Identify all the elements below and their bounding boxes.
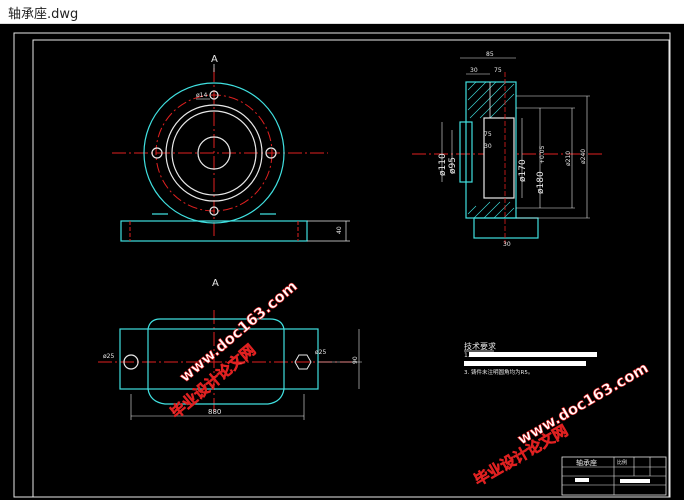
dim-plan-length: 880 bbox=[208, 408, 221, 416]
front-view: 40 A ø14 bbox=[112, 54, 350, 242]
dim-85: 85 bbox=[486, 51, 494, 58]
side-section-view: 85 30 75 75 30 ø110 ø95 ø170 ø180 +0.05 … bbox=[412, 51, 605, 248]
dim-right-a: ø210 bbox=[565, 151, 572, 166]
window-title: 轴承座.dwg bbox=[8, 7, 79, 22]
dim-75-top: 75 bbox=[494, 67, 502, 74]
sheet-outer-border bbox=[13, 32, 671, 498]
dim-d180: ø180 bbox=[536, 171, 546, 194]
notes-heading: 技术要求 bbox=[464, 341, 496, 351]
dim-plan-height: 90 bbox=[352, 356, 359, 364]
sheet-inner-border bbox=[32, 39, 670, 498]
watermark-url-2: www.doc163.com bbox=[514, 359, 651, 449]
cad-drawing-canvas[interactable]: 40 A ø14 bbox=[0, 24, 684, 500]
drawing-svg: 40 A ø14 bbox=[13, 32, 671, 498]
dim-d170: ø170 bbox=[518, 159, 528, 182]
dim-tolerance: +0.05 bbox=[539, 145, 546, 164]
window-titlebar: 轴承座.dwg bbox=[0, 0, 684, 24]
notes-line3: 3. 铸件未注明圆角均为R5。 bbox=[464, 368, 533, 376]
watermark-1: 毕业设计论文网 www.doc163.com bbox=[167, 277, 301, 423]
svg-text:40: 40 bbox=[336, 226, 343, 234]
dim-75-inner: 75 bbox=[484, 131, 492, 138]
dim-d95: ø95 bbox=[448, 157, 458, 174]
title-block-name: 轴承座 bbox=[576, 458, 597, 467]
dim-d110: ø110 bbox=[438, 153, 448, 176]
dim-30-bottom: 30 bbox=[503, 241, 511, 248]
notes-line1: 1. bbox=[464, 352, 470, 359]
dim-plan-hole-left: ø25 bbox=[103, 353, 114, 360]
dim-right-b: ø240 bbox=[580, 149, 587, 164]
hole-callout: ø14 bbox=[196, 92, 207, 99]
watermark-2: 毕业设计论文网 www.doc163.com bbox=[471, 358, 652, 489]
title-block-scale: 比例 bbox=[617, 459, 627, 466]
section-label-mid: A bbox=[212, 278, 219, 289]
dim-plan-hole-right: ø25 bbox=[315, 349, 326, 356]
section-label-top: A bbox=[211, 54, 218, 65]
plan-view: A 880 ø25 ø25 90 bbox=[98, 278, 362, 420]
dim-30-top: 30 bbox=[470, 67, 478, 74]
dim-30-inner: 30 bbox=[484, 143, 492, 150]
technical-notes: 技术要求 1. 3. 铸件未注明圆角均为R5。 bbox=[464, 341, 597, 376]
title-block: 轴承座 比例 bbox=[561, 456, 667, 496]
